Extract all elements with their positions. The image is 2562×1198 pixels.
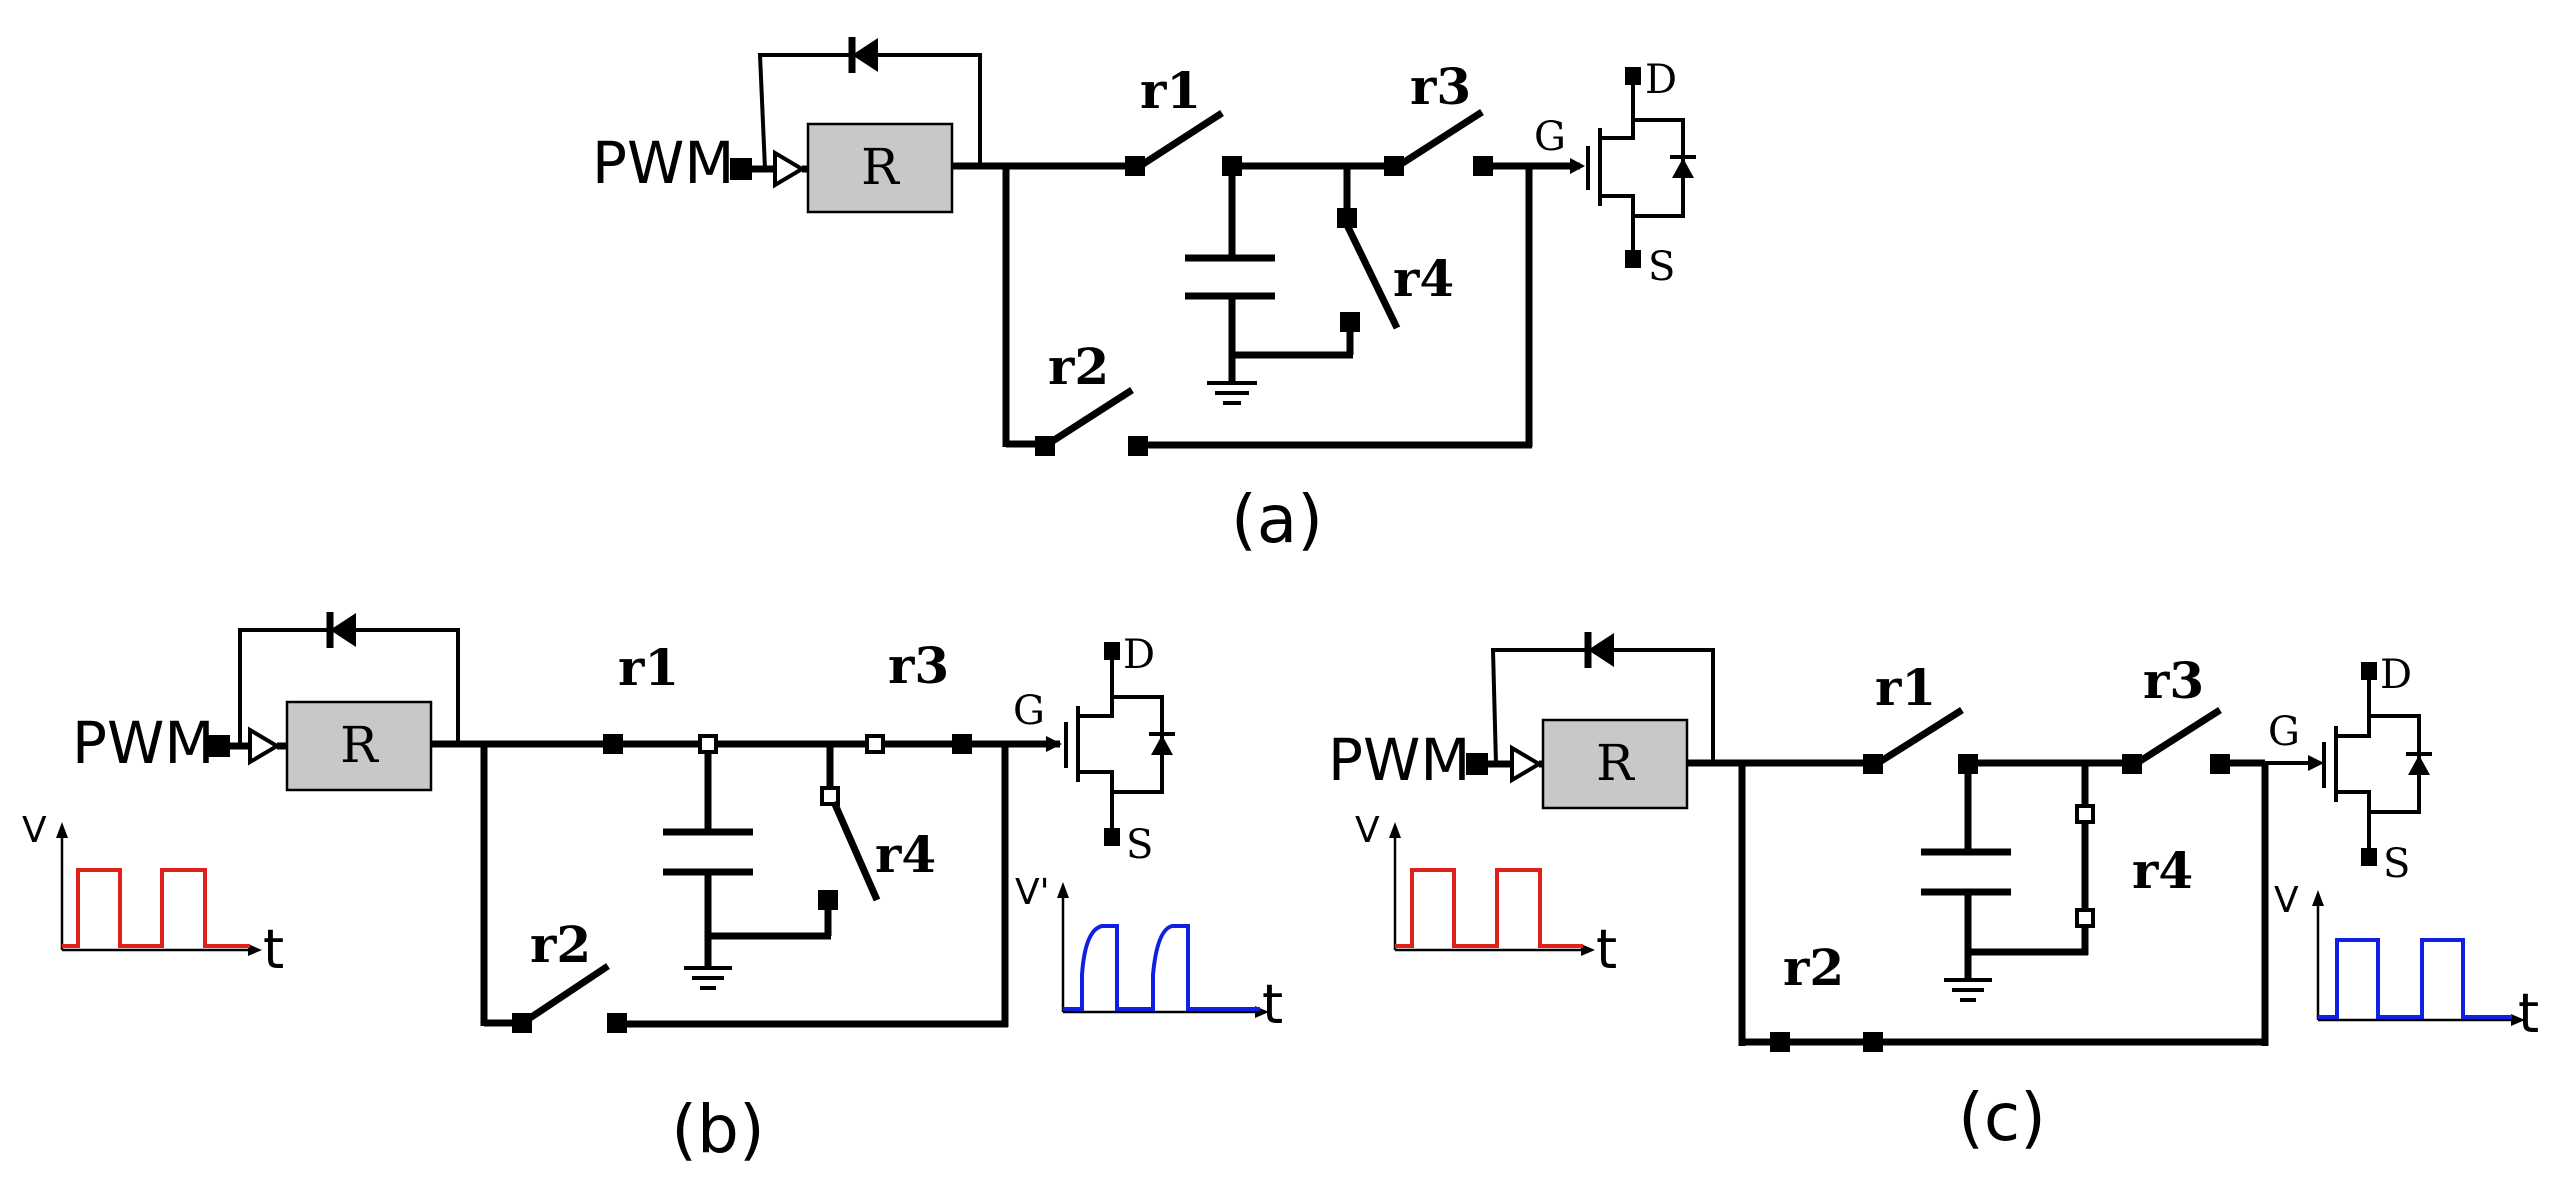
drain-label: D [1645, 57, 1677, 103]
r1-label: r1 [618, 638, 679, 697]
output-rc-wave [1063, 924, 1260, 1011]
r4-label: r4 [1393, 249, 1454, 308]
r3-switch-blade [1396, 109, 1484, 169]
r4-label: r4 [875, 825, 936, 884]
resistor-box [1541, 718, 1689, 810]
caption-b: (b) [671, 1091, 764, 1168]
panel-b: PWM R r1 r3 r4 [22, 612, 1283, 1168]
pwm-label: PWM [1328, 726, 1470, 794]
output-plot-ylabel: V' [1015, 872, 1050, 913]
mosfet-icon: G D S [1529, 57, 1696, 290]
r4-terminal-bottom [818, 890, 838, 910]
drain-label: D [2380, 652, 2412, 698]
source-label: S [1648, 244, 1675, 290]
r3-switch-blade [2135, 707, 2222, 766]
panel-a: PWM R r1 r4 [592, 37, 1696, 558]
input-waveform-plot: V t [1355, 810, 1617, 981]
r2-switch-blade [1046, 387, 1134, 447]
diode-icon [330, 613, 356, 647]
mosfet-icon: G D S [1013, 632, 1175, 868]
r3-terminal-left [865, 734, 885, 754]
r3-terminal-left [1384, 156, 1404, 176]
input-plot-ylabel: V [22, 810, 47, 851]
input-plot-xlabel: t [1596, 918, 1617, 981]
resistor-label: R [1596, 734, 1635, 792]
r2-switch-blade [522, 963, 610, 1025]
input-waveform-plot: V t [22, 810, 284, 981]
r2-terminal-left [1770, 1032, 1790, 1052]
pwm-terminal [208, 735, 230, 757]
source-label: S [2383, 841, 2410, 887]
r1-label: r1 [1140, 61, 1201, 120]
resistor-label: R [861, 138, 900, 196]
r4-terminal-top [2075, 804, 2095, 824]
r1-label: r1 [1875, 658, 1936, 717]
pwm-label: PWM [72, 709, 214, 777]
r3-terminal-right [1473, 156, 1493, 176]
drain-label: D [1123, 632, 1155, 678]
r2-terminal-right [1128, 436, 1148, 456]
gate-label: G [2268, 709, 2300, 755]
r4-terminal-top [1337, 208, 1357, 228]
pwm-terminal [1466, 753, 1488, 775]
resistor-label: R [340, 716, 379, 774]
output-waveform-plot: V t [2274, 880, 2539, 1045]
output-plot-xlabel: t [2518, 982, 2539, 1045]
diode-icon [852, 38, 878, 72]
r4-terminal-top [820, 786, 840, 806]
r3-terminal-right [952, 734, 972, 754]
r4-terminal-bottom [2075, 908, 2095, 928]
input-square-wave [62, 868, 250, 948]
r3-label: r3 [888, 636, 949, 695]
source-label: S [1126, 822, 1153, 868]
r2-terminal-right [1863, 1032, 1883, 1052]
input-arrow-icon [1510, 744, 1543, 784]
r2-label: r2 [1783, 938, 1844, 997]
caption-a: (a) [1231, 481, 1323, 558]
pwm-terminal [730, 158, 752, 180]
diode-icon [1588, 633, 1614, 667]
r3-label: r3 [1410, 57, 1471, 116]
output-waveform-plot: V' t [1015, 872, 1283, 1036]
output-plot-ylabel: V [2274, 880, 2299, 921]
r1-terminal-left [1125, 156, 1145, 176]
r3-terminal-right [2210, 754, 2230, 774]
input-arrow-icon [773, 149, 806, 189]
gate-label: G [1534, 114, 1566, 160]
r4-switch-blade [830, 800, 881, 902]
caption-c: (c) [1958, 1079, 2046, 1156]
r3-label: r3 [2143, 651, 2204, 710]
input-square-wave [1395, 868, 1583, 948]
r2-label: r2 [530, 915, 591, 974]
r1-terminal-left [603, 734, 623, 754]
pwm-label: PWM [592, 129, 734, 197]
r1-terminal-right [698, 734, 718, 754]
input-plot-ylabel: V [1355, 810, 1380, 851]
r2-label: r2 [1048, 337, 1109, 396]
output-plot-xlabel: t [1262, 973, 1283, 1036]
r1-switch-blade [1876, 707, 1964, 766]
mosfet-icon: G D S [2268, 652, 2432, 887]
output-square-wave [2318, 938, 2512, 1019]
r4-label: r4 [2132, 841, 2193, 900]
r1-switch-blade [1138, 110, 1224, 169]
r4-switch-blade [1343, 223, 1401, 330]
input-arrow-icon [248, 726, 281, 766]
panel-c: PWM R r1 r4 r3 [1328, 632, 2539, 1156]
gate-label: G [1013, 688, 1045, 734]
input-plot-xlabel: t [263, 918, 284, 981]
